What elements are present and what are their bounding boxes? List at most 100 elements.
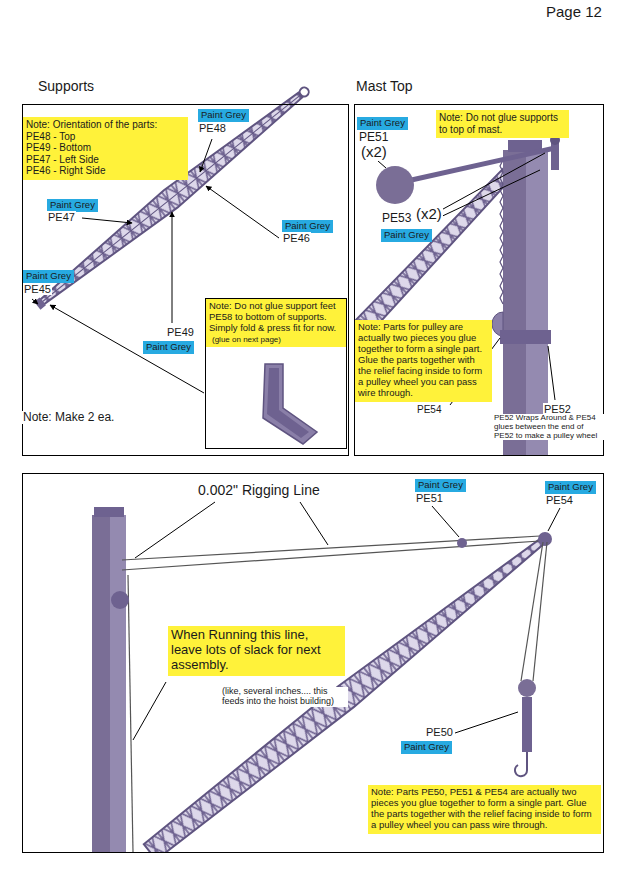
leader-line — [548, 508, 560, 531]
page-number: Page 12 — [545, 4, 603, 21]
note-box: Note: Do not glue support feet PE58 to b… — [206, 299, 346, 347]
paint-tag: Paint Grey — [282, 220, 333, 233]
leader-line — [172, 212, 173, 323]
leader-line — [200, 139, 212, 172]
mast-column — [92, 515, 126, 852]
quantity: (x2) — [415, 206, 443, 223]
leader-line — [548, 346, 555, 400]
mast-face — [110, 515, 126, 852]
part-number: PE54 — [416, 404, 442, 415]
paint-text: Paint Grey — [285, 220, 330, 231]
note-text: Note: Do not glue supports to top of mas… — [439, 112, 566, 135]
foot-channel-inner — [267, 368, 309, 438]
note-box: Note: Orientation of the parts:PE48 - To… — [23, 117, 188, 180]
hoist-line — [533, 542, 547, 681]
note-text: (glue on next page) — [212, 335, 281, 344]
pulley-band — [500, 330, 551, 344]
note-box: Note: Parts for pulley are actually two … — [355, 320, 492, 402]
paint-tag: Paint Grey — [23, 270, 74, 283]
leader-line — [133, 682, 166, 740]
paint-tag: Paint Grey — [401, 741, 452, 754]
leader-line — [300, 502, 328, 545]
leader-line — [206, 186, 279, 238]
slack-line — [128, 575, 133, 852]
note-text: PE46 - Right Side — [26, 165, 185, 177]
paint-text: Paint Grey — [50, 199, 95, 210]
paint-tag: Paint Grey — [357, 117, 408, 130]
paint-text: Paint Grey — [548, 481, 593, 492]
instruction-panel: Note: Orientation of the parts:PE48 - To… — [22, 104, 349, 456]
paint-text: Paint Grey — [384, 229, 429, 240]
paint-tag: Paint Grey — [545, 481, 596, 494]
paint-tag: Paint Grey — [415, 479, 466, 492]
note-text: PE47 - Left Side — [26, 154, 185, 166]
part-number: PE46 — [282, 232, 311, 244]
boom-ring — [298, 86, 311, 99]
leader-lines — [133, 502, 560, 740]
paint-tag: Paint Grey — [47, 199, 98, 212]
tip-pulley — [538, 532, 552, 546]
note-box: Note: Do not glue supports to top of mas… — [436, 110, 569, 138]
mast-column — [503, 150, 548, 455]
note-box: Note: Parts PE50, PE51 & PE54 are actual… — [368, 785, 601, 834]
part-number: PE54 — [545, 494, 574, 506]
part-number: PE49 — [166, 326, 195, 338]
mast-cap — [94, 507, 124, 517]
hook-pulley — [518, 679, 536, 697]
leader-line — [434, 153, 545, 214]
support-foot — [263, 364, 317, 444]
part-number: PE53 — [381, 212, 412, 225]
mast-top-figure — [355, 135, 560, 455]
part-number: PE50 — [425, 726, 454, 738]
spreader-wheel — [457, 538, 467, 548]
note-text: Note: Make 2 ea. — [22, 411, 115, 424]
part-number: PE48 — [198, 122, 227, 134]
note-text: Note: Do not glue support feet PE58 to b… — [209, 300, 336, 333]
paint-text: Paint Grey — [146, 341, 191, 352]
leader-line — [50, 305, 204, 393]
part-number: PE51 — [415, 492, 444, 504]
paint-tag: Paint Grey — [143, 341, 194, 354]
paint-text: Paint Grey — [418, 479, 463, 490]
paint-tag: Paint Grey — [198, 109, 249, 122]
leader-line — [378, 161, 386, 168]
note-text: Note: Orientation of the parts: — [26, 119, 185, 131]
support-disc — [376, 166, 414, 204]
paint-text: Paint Grey — [404, 741, 449, 752]
note-text: (like, several inches.... this feeds int… — [221, 687, 348, 707]
leader-line — [135, 502, 215, 558]
mast-edge — [500, 160, 503, 304]
paint-tag: Paint Grey — [381, 229, 432, 242]
note-text: PE48 - Top — [26, 131, 185, 143]
foot-channel — [263, 364, 317, 444]
note-text: PE52 Wraps Around & PE54 glues between t… — [493, 414, 604, 440]
rigging-label: 0.002" Rigging Line — [197, 483, 321, 498]
note-text: When Running this line, leave lots of sl… — [171, 628, 342, 673]
paint-text: Paint Grey — [26, 270, 71, 281]
note-text: Note: Parts PE50, PE51 & PE54 are actual… — [371, 787, 598, 831]
leader-line — [82, 218, 132, 223]
part-number: PE51 — [358, 131, 389, 144]
leader-line — [432, 506, 459, 537]
part-number: PE45 — [23, 283, 52, 295]
leader-line — [455, 712, 518, 733]
leader-line — [434, 170, 540, 220]
part-number: PE47 — [47, 211, 76, 223]
paint-text: Paint Grey — [360, 117, 405, 128]
hook-block — [522, 697, 532, 752]
panel-frame — [23, 474, 604, 853]
support-arm — [398, 148, 555, 183]
quantity: (x2) — [360, 144, 388, 161]
note-box: When Running this line, leave lots of sl… — [168, 626, 345, 676]
paint-text: Paint Grey — [201, 109, 246, 120]
rigging-line — [122, 536, 540, 560]
inset-frame — [206, 299, 347, 449]
panel-heading: Supports — [38, 78, 94, 94]
note-text: PE49 - Bottom — [26, 142, 185, 154]
leader-line — [32, 299, 38, 304]
hook — [515, 752, 527, 776]
note-text: Note: Parts for pulley are actually two … — [358, 322, 489, 398]
panel-heading: Mast Top — [356, 78, 413, 94]
rigging-line — [122, 541, 540, 570]
